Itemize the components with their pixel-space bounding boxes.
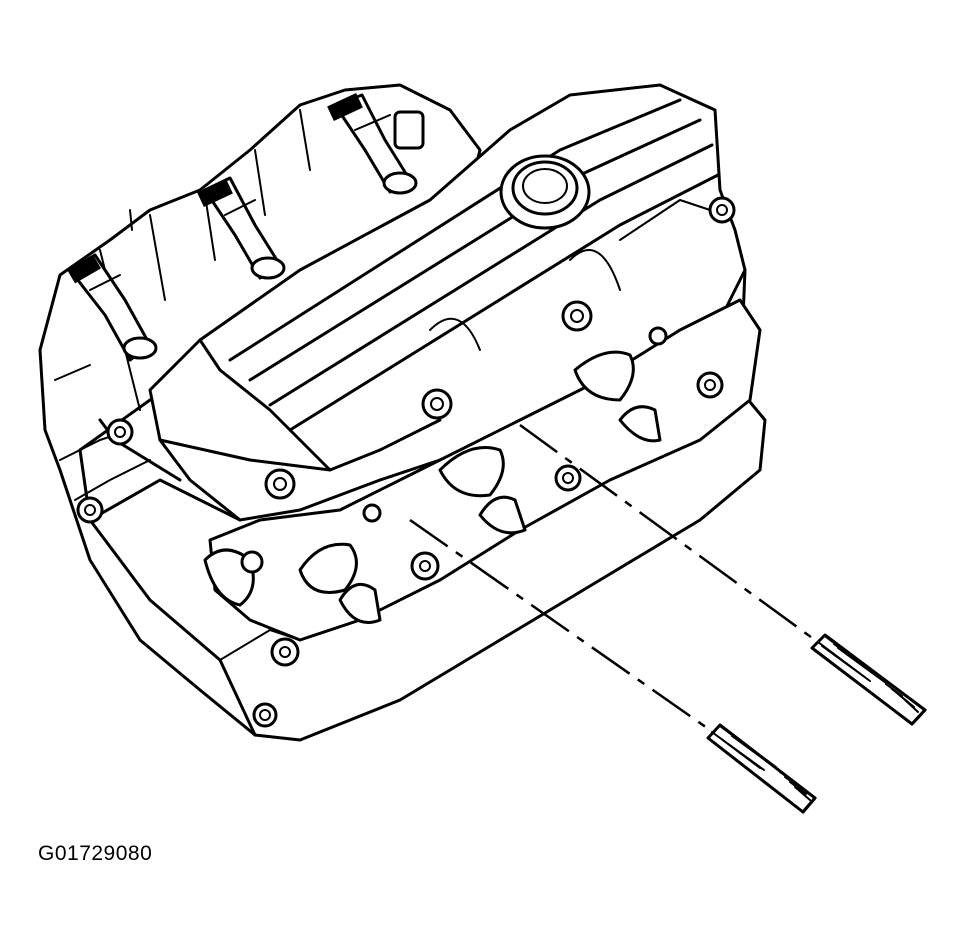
figure-caption-id: G01729080 [38,842,153,865]
valve-cover [148,83,747,522]
installation-guide-lines [409,423,816,732]
valve-cover-bolts [264,196,736,500]
exhaust-manifold-stud-upper [810,633,927,726]
exhaust-manifold-stud-lower [706,723,817,814]
fuel-injector-2 [197,176,286,280]
exhaust-port-flange [203,298,762,667]
fuel-injector-3 [327,92,425,195]
oil-fill-cap [499,154,591,230]
fuel-injector-1 [67,253,158,362]
